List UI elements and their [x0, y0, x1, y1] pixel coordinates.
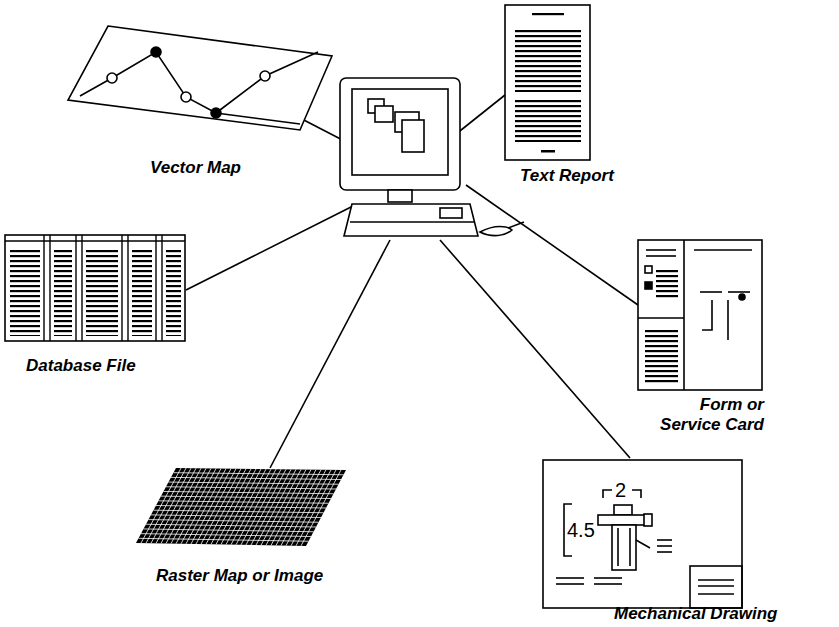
icon-node: Mechanical Drawing [540, 456, 745, 626]
vector-map-icon [68, 26, 332, 130]
text-report-icon [505, 5, 590, 160]
icon-node: Vector Map [64, 22, 336, 182]
form-icon [638, 240, 762, 390]
dimension-label: 4.5 [566, 519, 596, 541]
computer-icon [340, 78, 524, 236]
icon-label: Database File [26, 356, 136, 376]
database-file-icon [5, 235, 185, 341]
mechanical-drawing-icon [543, 460, 742, 608]
icon-label: Mechanical Drawing [614, 604, 777, 624]
icon-label: Raster Map or Image [156, 566, 323, 586]
icon-label: Vector Map [150, 158, 241, 178]
icon-label: Form or Service Card [648, 395, 764, 435]
icon-node: Database File [2, 232, 188, 382]
dimension-label: 2 [614, 479, 627, 501]
raster-map-icon [136, 468, 346, 546]
icon-node: Text Report [500, 2, 610, 190]
icon-node: Form or Service Card [634, 236, 766, 450]
icon-node: Raster Map or Image [130, 464, 350, 596]
icon-label: Text Report [520, 166, 614, 186]
